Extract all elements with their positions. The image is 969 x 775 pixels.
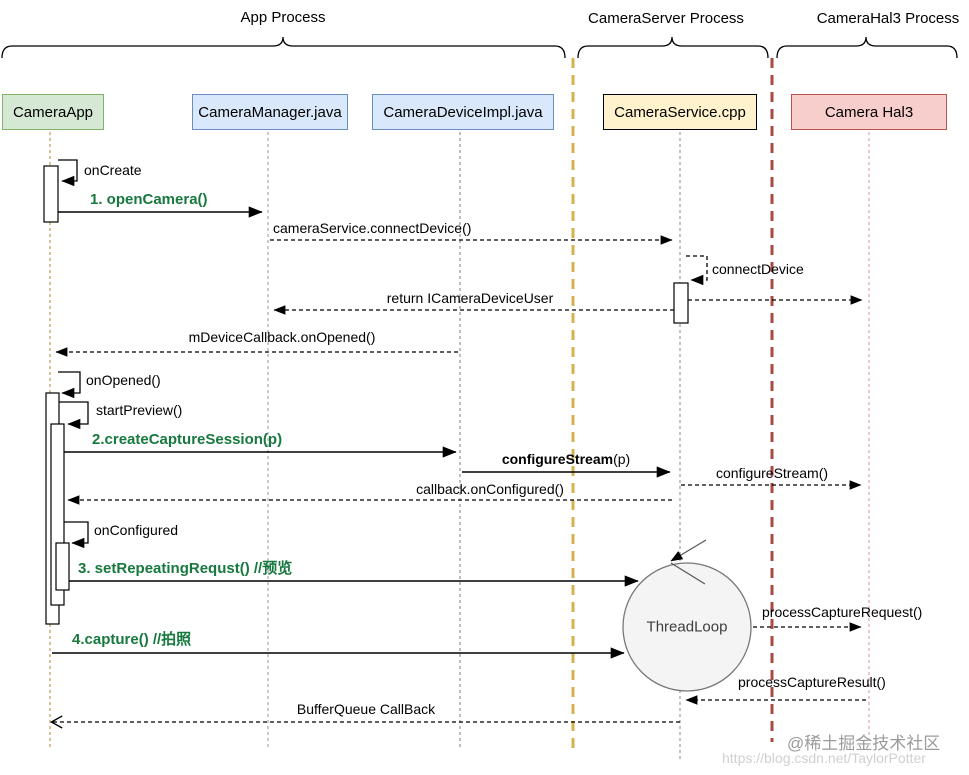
msg-configure-stream-arg: (p) [613, 451, 631, 467]
msg-callback-onconfigured: callback.onConfigured() [416, 481, 564, 497]
startpreview-self-arrow [59, 401, 89, 430]
msg-configure-stream-main: configureStream [501, 451, 614, 467]
msg-capture: 4.capture() //拍照 [72, 631, 192, 648]
msg-device-callback-onopened: mDeviceCallback.onOpened() [188, 329, 376, 345]
msg-open-camera: 1. openCamera() [90, 191, 208, 208]
process-braces [1, 36, 958, 59]
cameraserver-process-label: CameraServer Process [588, 10, 744, 27]
msg-connect-device-self: connectDevice [712, 261, 804, 277]
dashed-arrows [50, 235, 866, 729]
self-calls [58, 159, 708, 549]
solid-arrows [52, 206, 671, 659]
msg-buffer-queue-callback: BufferQueue CallBack [296, 701, 436, 717]
watermark-community: @稀土掘金技术社区 [787, 734, 941, 753]
msg-process-capture-request: processCaptureRequest() [762, 604, 923, 620]
msg-onconfigured: onConfigured [94, 522, 179, 538]
msg-configure-stream-hal: configureStream() [715, 465, 829, 481]
msg-create-capture-session: 2.createCaptureSession(p) [92, 431, 283, 448]
cameraapp-activation-inner [55, 542, 70, 591]
app-process-brace [1, 36, 566, 59]
camerahal3-process-label: CameraHal3 Process [816, 10, 960, 27]
thread-loop-circle [622, 562, 752, 692]
watermark-url: https://blog.csdn.net/TaylorPotter [722, 750, 926, 766]
participant-cameraservice: CameraService.cpp [603, 94, 757, 130]
cameraserver-process-brace [577, 36, 769, 59]
msg-connect-device-call: cameraService.connectDevice() [273, 220, 472, 236]
thread-loop [622, 539, 752, 692]
cameraapp-activation-oncreate [43, 165, 59, 223]
msg-onopened: onOpened() [86, 372, 161, 388]
msg-configure-stream: configureStream(p) [502, 451, 630, 467]
msg-oncreate: onCreate [84, 162, 142, 178]
msg-startpreview: startPreview() [96, 402, 183, 418]
participant-camerahal3: Camera Hal3 [791, 94, 947, 130]
thread-loop-label: ThreadLoop [646, 618, 728, 636]
thread-loop-arrow-icon [670, 539, 707, 585]
connectdevice-self-arrow [686, 255, 708, 286]
participant-cameradeviceimpl: CameraDeviceImpl.java [372, 94, 554, 130]
participant-cameraapp: CameraApp [2, 94, 104, 130]
participant-cameramanager: CameraManager.java [192, 94, 348, 130]
oncreate-self-arrow [58, 159, 78, 187]
app-process-label: App Process [240, 9, 326, 26]
msg-return-device-user: return ICameraDeviceUser [386, 290, 554, 306]
camerahal3-process-brace [776, 36, 958, 59]
onopened-self-arrow [58, 371, 81, 399]
cameraservice-activation [673, 282, 689, 324]
msg-process-capture-result: processCaptureResult() [738, 674, 886, 690]
msg-set-repeating-request: 3. setRepeatingRequst() //预览 [78, 560, 293, 577]
activation-bars [43, 165, 689, 625]
onconfigured-self-arrow [64, 521, 89, 549]
